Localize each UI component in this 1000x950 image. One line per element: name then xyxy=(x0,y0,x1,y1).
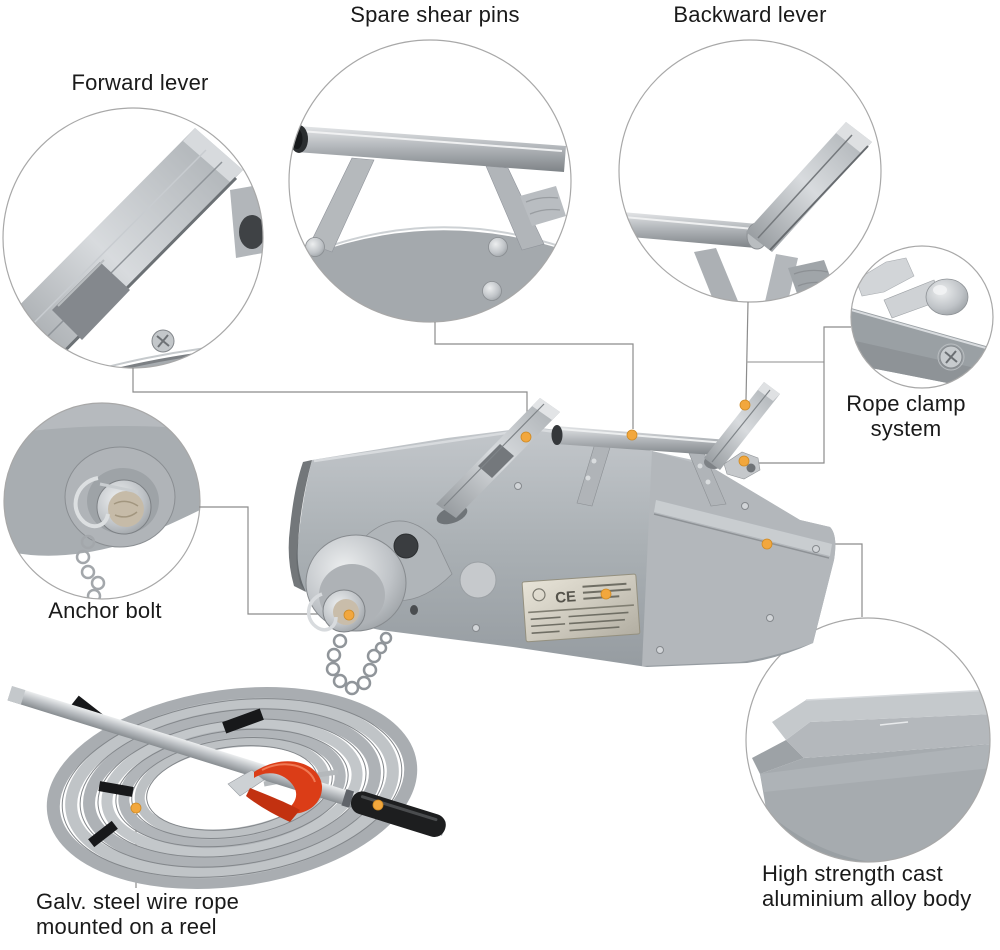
callout-circle-spare-shear-pins xyxy=(288,39,572,323)
label-forward-lever: Forward lever xyxy=(71,70,209,95)
safety-chain xyxy=(325,631,393,696)
leader-rope-clamp xyxy=(749,326,851,464)
leader-forward-lever xyxy=(132,368,528,431)
forward-lever xyxy=(436,398,560,525)
callout-circle-alloy-body xyxy=(745,617,991,863)
rope-coil xyxy=(46,687,418,889)
marker-spare-shear-pins xyxy=(626,429,638,441)
callout-circle-anchor-bolt xyxy=(3,402,201,600)
callout-circle-rope-clamp xyxy=(850,245,994,389)
safety-hook xyxy=(227,761,323,822)
backward-lever xyxy=(704,382,780,470)
marker-alloy-body xyxy=(761,538,773,550)
leader-spare-shear-pins xyxy=(434,322,634,429)
marker-wire-rope-coil xyxy=(130,802,142,814)
marker-rope-clamp xyxy=(738,455,750,467)
marker-rating-plate xyxy=(600,588,612,600)
marker-forward-lever xyxy=(520,431,532,443)
rating-plate: CE xyxy=(521,573,641,643)
label-backward-lever: Backward lever xyxy=(673,2,827,27)
callout-circle-forward-lever xyxy=(2,107,264,369)
marker-backward-lever xyxy=(739,399,751,411)
label-spare-shear-pins: Spare shear pins xyxy=(350,2,520,27)
label-wire-rope-reel: Galv. steel wire rope mounted on a reel xyxy=(36,889,240,939)
label-anchor-bolt: Anchor bolt xyxy=(48,598,162,623)
wire-rope-reel xyxy=(7,686,447,889)
callout-markers xyxy=(130,399,773,814)
winch-machine: CE xyxy=(288,382,836,696)
front-drum xyxy=(305,534,407,633)
marker-anchor-bolt xyxy=(343,609,355,621)
body-screws xyxy=(472,482,820,654)
label-alloy-body: High strength cast aluminium alloy body xyxy=(762,861,972,911)
marker-telescopic-handle xyxy=(372,799,384,811)
leader-backward-lever xyxy=(745,301,749,401)
label-rope-clamp: Rope clamp system xyxy=(846,391,966,441)
callout-circle-backward-lever xyxy=(618,39,882,303)
leader-anchor-bolt xyxy=(199,506,343,615)
ce-mark: CE xyxy=(555,588,577,606)
